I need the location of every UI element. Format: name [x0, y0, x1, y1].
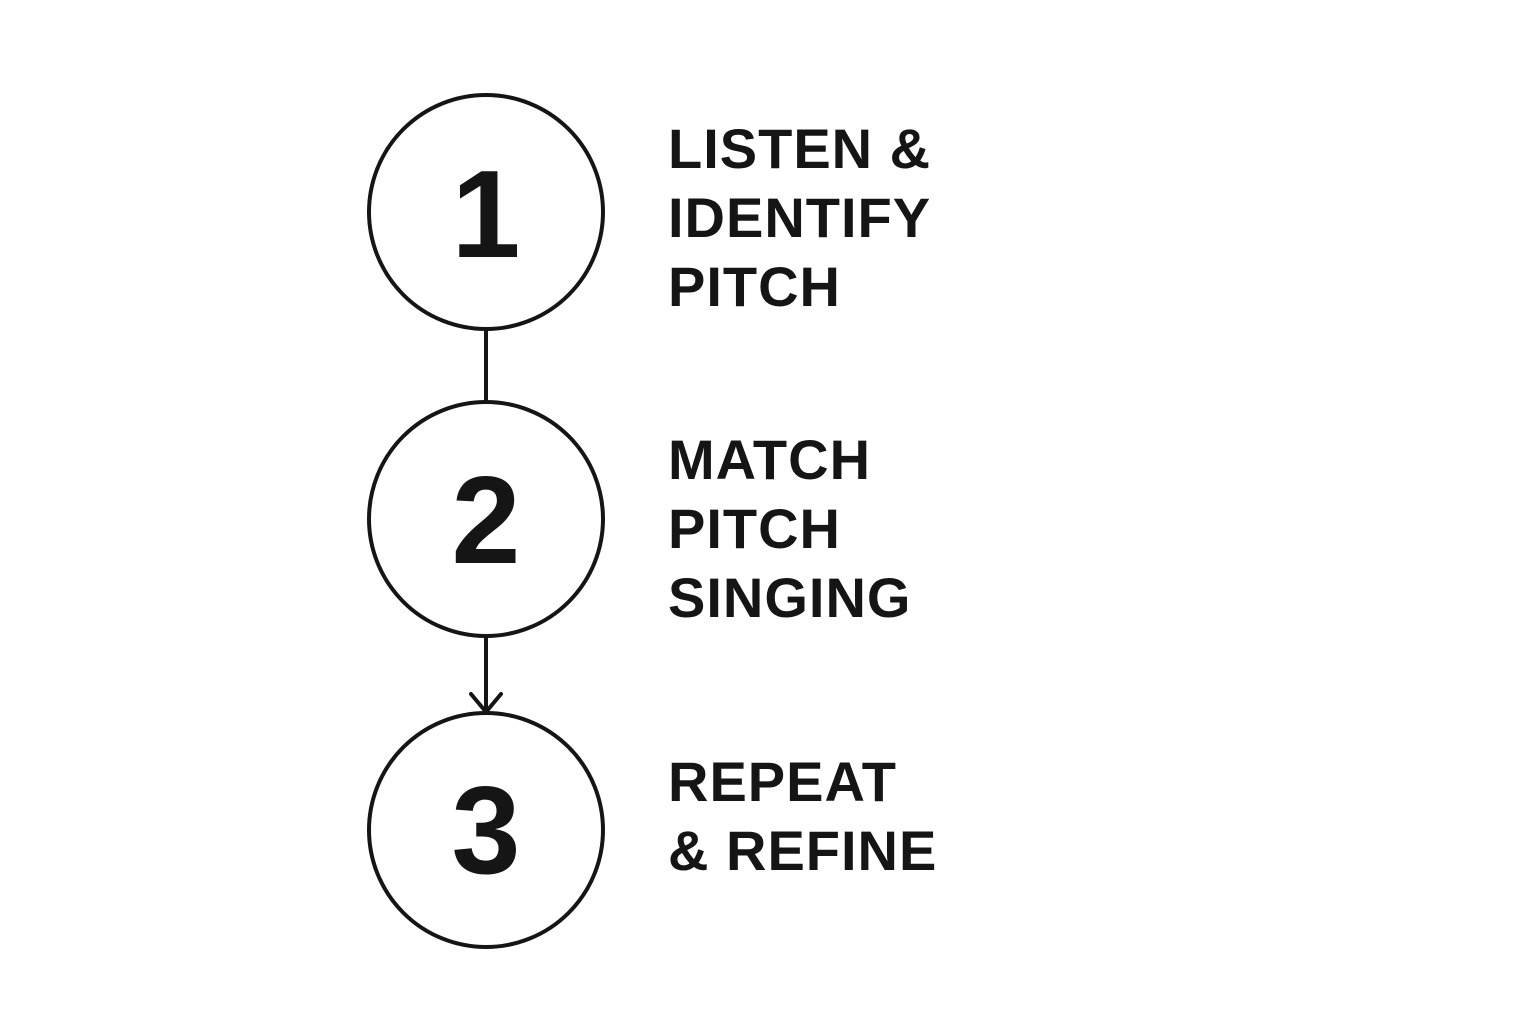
step-2-number: 2: [452, 452, 521, 590]
step-2-label-line: MATCH: [668, 428, 872, 491]
step-1-number: 1: [452, 146, 521, 284]
step-3-label-line: REPEAT: [668, 750, 897, 813]
step-2-label: MATCH PITCH SINGING: [668, 425, 911, 632]
step-3: 3: [367, 711, 605, 949]
step-1: 1: [367, 93, 605, 331]
step-2: 2: [367, 400, 605, 638]
step-1-label-line: IDENTIFY: [668, 186, 932, 249]
step-1-label-line: LISTEN &: [668, 117, 932, 180]
step-1-label-line: PITCH: [668, 255, 841, 318]
step-3-circle: [367, 711, 605, 949]
step-2-label-line: SINGING: [668, 566, 912, 629]
step-3-number: 3: [452, 762, 521, 900]
step-1-circle: [367, 93, 605, 331]
step-2-label-line: PITCH: [668, 497, 841, 560]
step-2-circle: [367, 400, 605, 638]
step-3-label: REPEAT & REFINE: [668, 747, 937, 885]
step-1-label: LISTEN & IDENTIFY PITCH: [668, 114, 931, 321]
step-3-label-line: & REFINE: [668, 819, 938, 882]
